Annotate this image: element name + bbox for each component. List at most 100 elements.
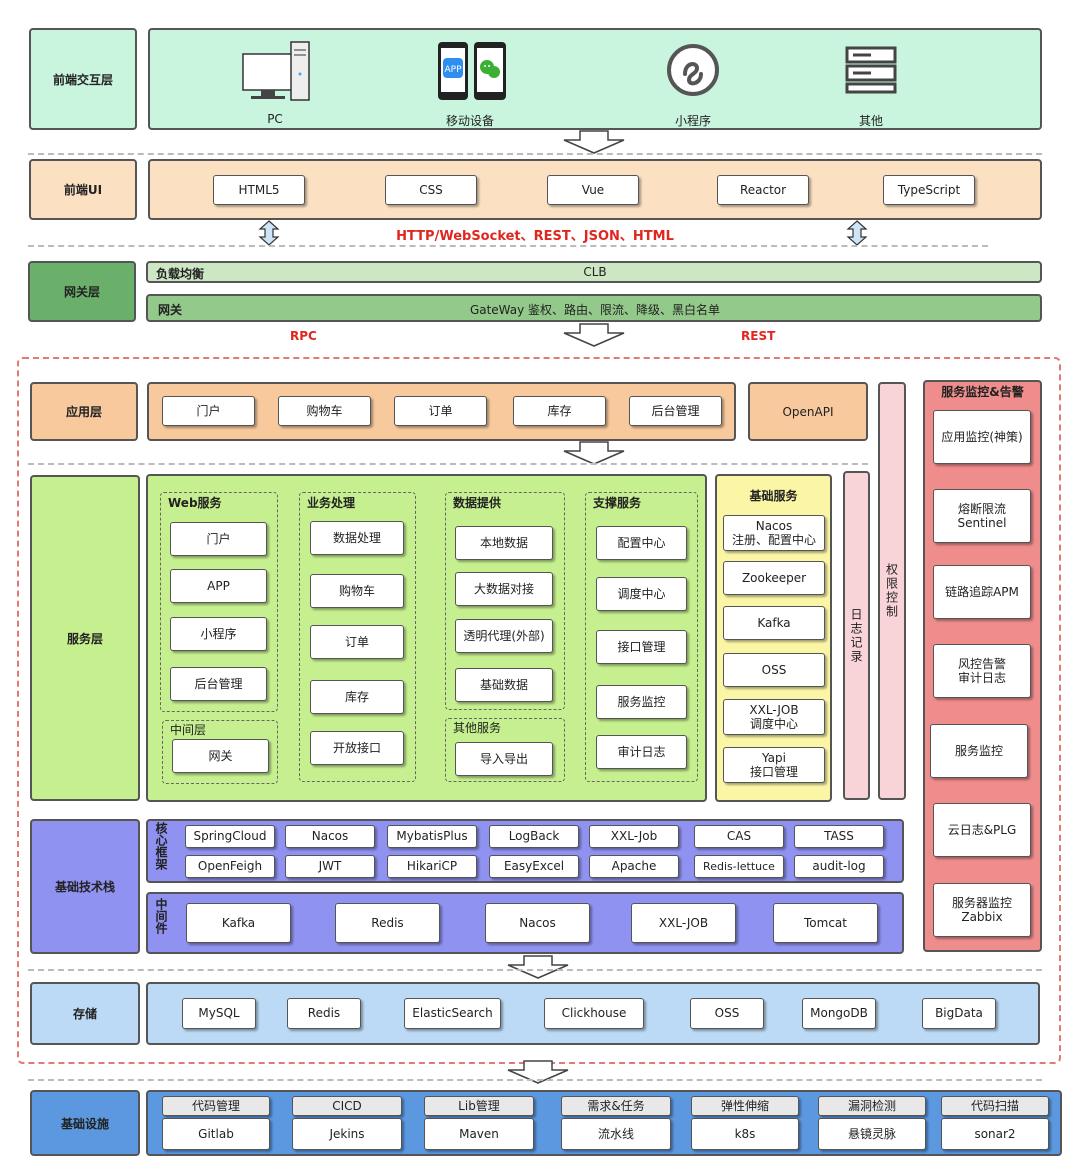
basic-nacos: Nacos 注册、配置中心 — [723, 515, 825, 551]
mobile-app-icon: APP — [438, 42, 506, 100]
infra-category: 代码扫描 — [941, 1096, 1049, 1116]
group-business-title: 业务处理 — [307, 496, 356, 510]
core-easyexcel: EasyExcel — [489, 855, 579, 878]
gateway-value: GateWay 鉴权、路由、限流、降级、黑白名单 — [469, 303, 721, 317]
mw-tomcat: Tomcat — [773, 903, 878, 943]
layer-storage: 存储 — [30, 982, 140, 1045]
monitor-apm: 链路追踪APM — [933, 565, 1031, 619]
app-inventory: 库存 — [513, 396, 606, 426]
ui-vue: Vue — [547, 175, 639, 205]
protocol-label: HTTP/WebSocket、REST、JSON、HTML — [396, 229, 674, 244]
pc-icon — [242, 41, 310, 101]
biz-order: 订单 — [310, 625, 404, 659]
group-other — [445, 718, 565, 782]
storage-clickhouse: Clickhouse — [544, 998, 644, 1029]
down-arrow-icon — [507, 1060, 569, 1084]
group-support-title: 支撑服务 — [593, 496, 642, 510]
svg-text:APP: APP — [444, 65, 462, 75]
ui-reactor: Reactor — [717, 175, 809, 205]
storage-mysql: MySQL — [182, 998, 256, 1029]
basic-yapi: Yapi 接口管理 — [723, 747, 825, 783]
core-jwt: JWT — [285, 855, 375, 878]
layer-gateway: 网关层 — [28, 261, 136, 322]
biz-open-api: 开放接口 — [310, 731, 404, 765]
group-data-title: 数据提供 — [453, 496, 502, 510]
core-hikaricp: HikariCP — [387, 855, 477, 878]
biz-cart: 购物车 — [310, 574, 404, 608]
infra-tool: 流水线 — [561, 1118, 671, 1150]
core-framework-label: 核心框架 — [154, 822, 168, 870]
core-springcloud: SpringCloud — [185, 825, 275, 848]
device-label-mobile: 移动设备 — [445, 114, 494, 128]
support-config: 配置中心 — [596, 526, 687, 560]
layer-frontend-interaction: 前端交互层 — [29, 28, 137, 130]
infra-category: 需求&任务 — [561, 1096, 671, 1116]
support-api-mgmt: 接口管理 — [596, 630, 687, 664]
storage-elasticsearch: ElasticSearch — [404, 998, 501, 1029]
biz-inventory: 库存 — [310, 680, 404, 714]
group-middle-title: 中间层 — [170, 723, 207, 737]
app-portal: 门户 — [162, 396, 255, 426]
group-support — [585, 492, 698, 782]
log-record: 日志记录 — [843, 471, 870, 800]
layer-service: 服务层 — [30, 475, 140, 801]
rest-label: REST — [741, 329, 776, 343]
app-admin: 后台管理 — [629, 396, 722, 426]
core-audit-log: audit-log — [794, 855, 884, 878]
gateway-label: 网关 — [158, 303, 183, 317]
layer-application: 应用层 — [30, 382, 138, 441]
basic-zookeeper: Zookeeper — [723, 561, 825, 595]
down-arrow-icon — [563, 323, 625, 347]
device-pc: PC — [230, 38, 320, 128]
other-import-export: 导入导出 — [455, 742, 553, 776]
group-other-title: 其他服务 — [453, 721, 502, 735]
double-arrow-icon — [846, 220, 868, 246]
core-nacos: Nacos — [285, 825, 375, 848]
web-miniprogram: 小程序 — [170, 617, 267, 651]
monitor-service: 服务监控 — [930, 724, 1028, 778]
storage-mongodb: MongoDB — [802, 998, 876, 1029]
app-cart: 购物车 — [278, 396, 371, 426]
biz-data-processing: 数据处理 — [310, 521, 404, 555]
mw-nacos: Nacos — [485, 903, 590, 943]
web-app: APP — [170, 569, 267, 603]
monitor-sentinel: 熔断限流 Sentinel — [933, 489, 1031, 543]
group-data — [445, 492, 565, 710]
layer-frontend-ui: 前端UI — [29, 159, 137, 220]
ui-typescript: TypeScript — [883, 175, 975, 205]
monitor-app: 应用监控(神策) — [933, 410, 1031, 464]
divider — [28, 245, 988, 247]
device-miniprogram: 小程序 — [648, 38, 738, 128]
lb-value: CLB — [583, 265, 607, 279]
core-logback: LogBack — [489, 825, 579, 848]
double-arrow-icon — [258, 220, 280, 246]
group-web — [160, 492, 278, 712]
data-basic: 基础数据 — [455, 668, 553, 702]
ui-html5: HTML5 — [213, 175, 305, 205]
infra-category: 弹性伸缩 — [691, 1096, 799, 1116]
infra-tool: 悬镜灵脉 — [818, 1118, 926, 1150]
infra-category: CICD — [292, 1096, 402, 1116]
data-local: 本地数据 — [455, 526, 553, 560]
gateway-bar — [146, 294, 1042, 322]
basic-services-title: 基础服务 — [749, 489, 798, 503]
storage-oss: OSS — [690, 998, 764, 1029]
infra-category: 代码管理 — [162, 1096, 270, 1116]
monitor-zabbix: 服务器监控 Zabbix — [933, 883, 1031, 937]
device-mobile: APP 移动设备 — [420, 38, 520, 128]
core-xxljob: XXL-Job — [589, 825, 679, 848]
infra-tool: k8s — [691, 1118, 799, 1150]
openapi-box: OpenAPI — [748, 382, 868, 441]
divider — [28, 463, 868, 465]
middle-gateway: 网关 — [172, 739, 269, 773]
middleware-label: 中间件 — [154, 898, 168, 934]
divider — [28, 969, 1042, 971]
down-arrow-icon — [563, 441, 625, 465]
infra-tool: Jekins — [292, 1118, 402, 1150]
ui-css: CSS — [385, 175, 477, 205]
monitoring-title: 服务监控&告警 — [941, 385, 1024, 399]
storage-bigdata: BigData — [922, 998, 996, 1029]
core-redis-lettuce: Redis-lettuce — [694, 855, 784, 878]
core-cas: CAS — [694, 825, 784, 848]
basic-oss: OSS — [723, 653, 825, 687]
